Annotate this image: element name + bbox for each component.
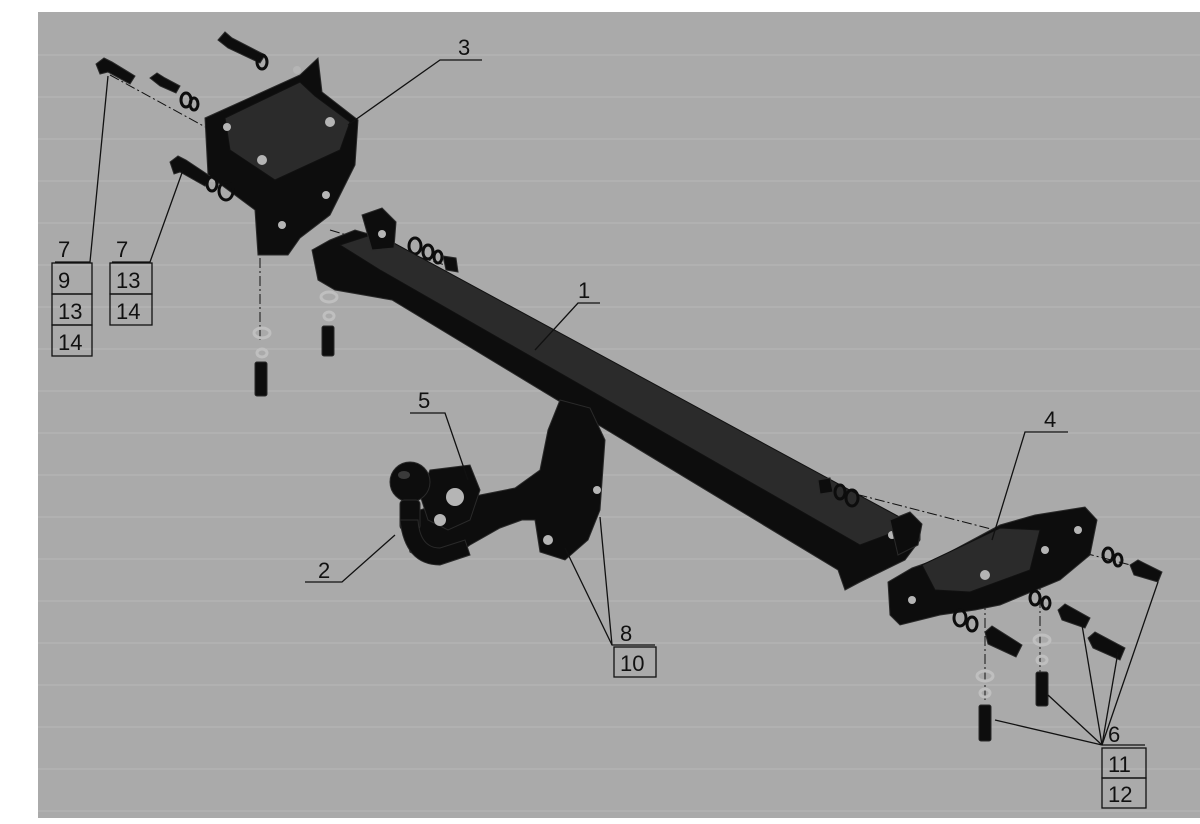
callout-box	[51, 324, 93, 357]
callout-number: 14	[58, 330, 82, 355]
callout-number: 13	[116, 268, 140, 293]
callout-number: 11	[1108, 752, 1131, 777]
callout-labels: 3 1 4 5 2	[318, 35, 1056, 583]
callout-number: 7	[116, 237, 128, 262]
callout-number: 7	[58, 237, 70, 262]
callout-stack-left-b: 7 13 14	[109, 237, 153, 326]
callout-number: 14	[116, 299, 140, 324]
callout-number: 9	[58, 268, 70, 293]
callout-1: 1	[578, 278, 590, 303]
callout-box	[1101, 777, 1147, 809]
callout-number: 8	[620, 621, 632, 646]
callout-stack-right: 6 11 12	[1101, 722, 1147, 809]
right-fasteners	[817, 477, 1163, 742]
callout-number: 13	[58, 299, 82, 324]
bracket-left	[204, 56, 359, 256]
callout-number: 12	[1108, 782, 1132, 807]
callout-number: 10	[620, 651, 644, 676]
main-beam	[311, 207, 923, 591]
leader-lines	[55, 59, 1159, 746]
callout-box	[109, 293, 153, 326]
callout-3: 3	[458, 35, 470, 60]
tow-arm	[389, 399, 606, 566]
callout-stack-left-a: 7 9 13 14	[51, 237, 93, 357]
callout-2: 2	[318, 558, 330, 583]
left-fasteners	[95, 31, 459, 397]
callout-number: 6	[1108, 722, 1120, 747]
callout-4: 4	[1044, 407, 1056, 432]
callout-5: 5	[418, 388, 430, 413]
callout-stack-center: 810	[613, 621, 657, 678]
callout-box	[613, 646, 657, 678]
bracket-right	[887, 506, 1098, 626]
